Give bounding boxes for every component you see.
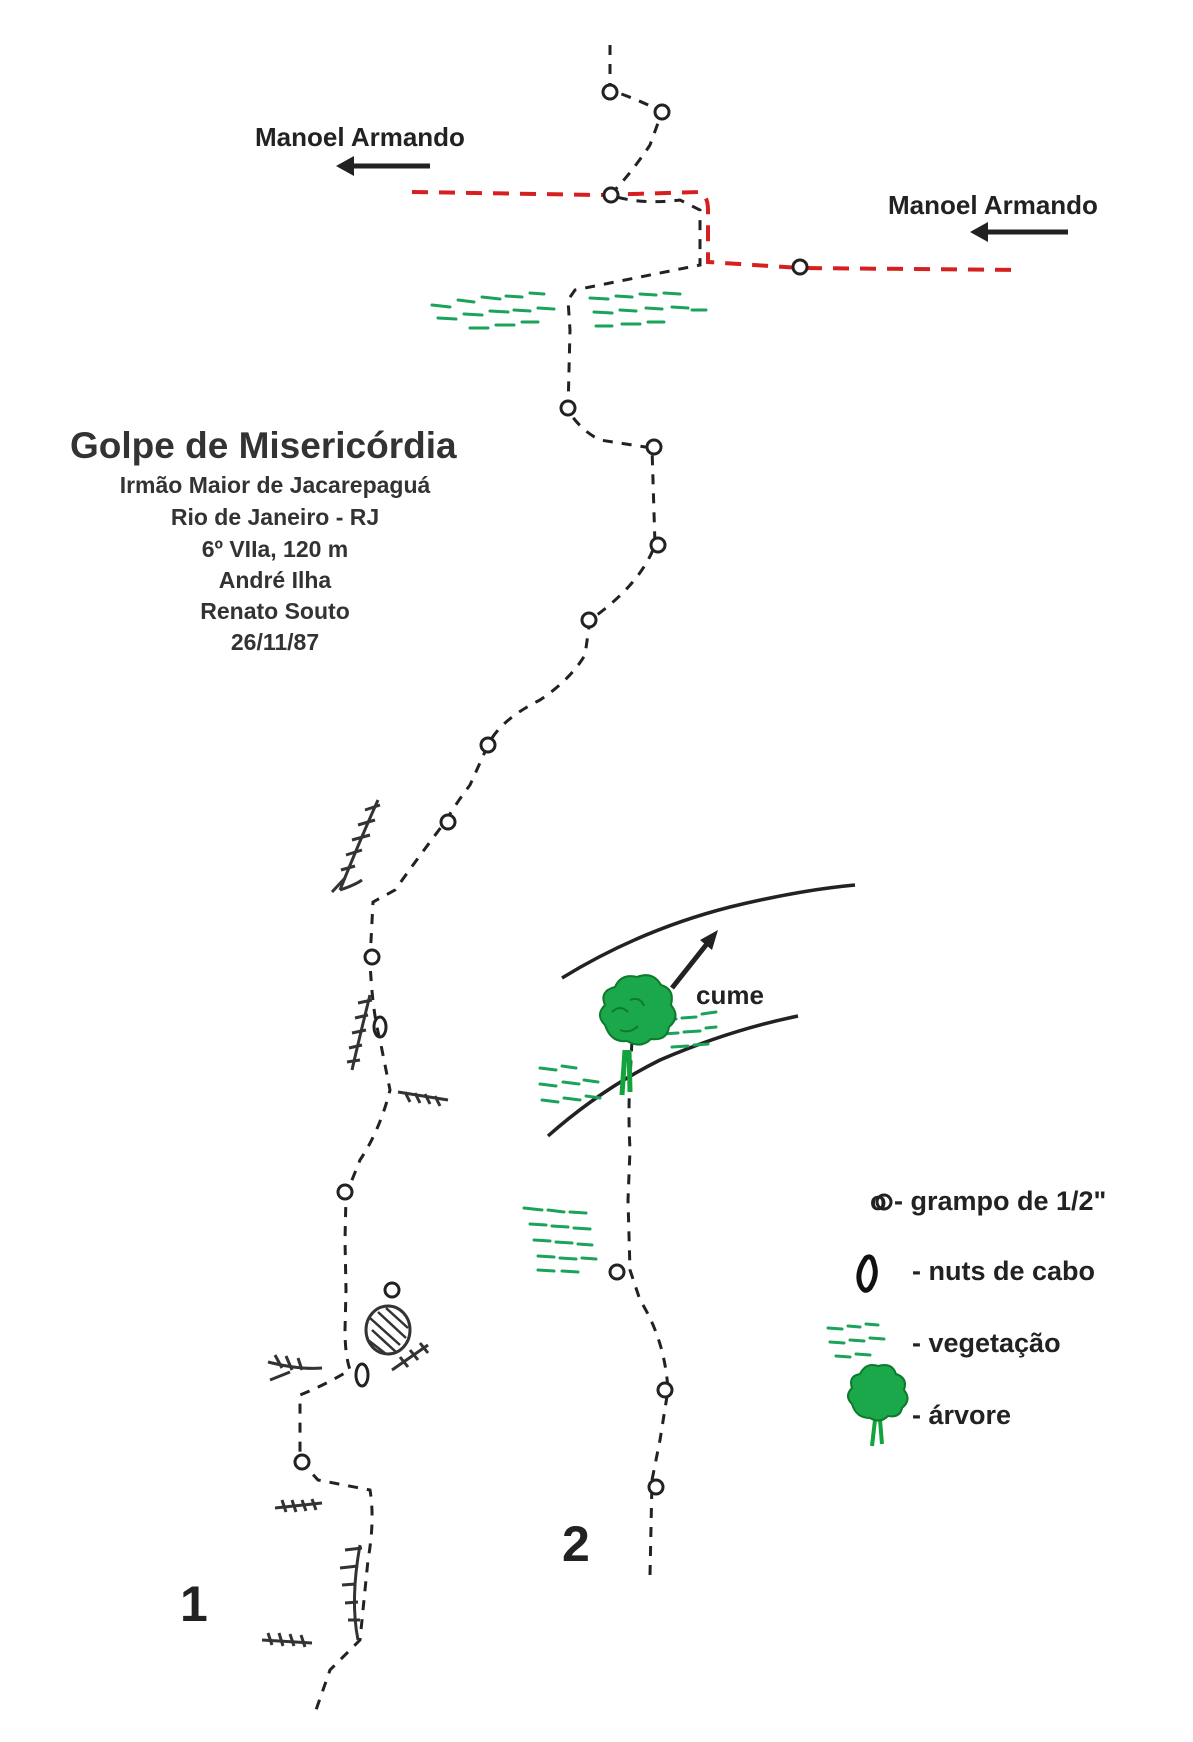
bolt-icon	[439, 813, 457, 831]
bolt-icon	[479, 736, 497, 754]
ledge-line-upper	[561, 883, 856, 980]
tree-icon	[599, 974, 677, 1096]
ledge-line-lower	[546, 1014, 799, 1138]
route-title: Golpe de Misericórdia	[70, 425, 457, 466]
vegetation-icon	[538, 1064, 602, 1104]
bolt-icon	[608, 1263, 626, 1281]
exit-arrow-left-icon	[336, 156, 430, 176]
crack-icon	[267, 1354, 323, 1382]
exit-arrow-right-icon	[970, 222, 1068, 242]
bolt-icon	[559, 399, 577, 417]
vegetation-icon	[430, 291, 556, 330]
crack-icon	[339, 1544, 363, 1641]
bolt-icon	[647, 1478, 665, 1496]
legend-vegetation-label: - vegetação	[912, 1328, 1061, 1358]
nut-icon	[372, 1015, 388, 1039]
bolts-group	[293, 83, 809, 1496]
pitch-1-label: 1	[180, 1576, 208, 1632]
route-line-pitch-2	[626, 1039, 670, 1576]
legend-nut-label: - nuts de cabo	[912, 1256, 1096, 1286]
pitch-2-label: 2	[562, 1516, 590, 1572]
crack-icon	[346, 994, 373, 1071]
crack-icon	[391, 1342, 430, 1372]
legend-tree-label: - árvore	[912, 1400, 1012, 1430]
vegetation-icon	[522, 1206, 598, 1274]
boulder-icon	[364, 1304, 412, 1356]
crack-icon	[274, 1498, 323, 1513]
legend-bolt-icon	[875, 1193, 893, 1211]
route-line-main	[298, 45, 702, 1711]
crack-icon	[261, 1632, 313, 1648]
summit-arrow-icon	[670, 930, 718, 990]
nut-icon	[354, 1362, 370, 1388]
bolt-icon	[649, 536, 667, 554]
nut-icon	[383, 1281, 401, 1299]
ledge-lines	[546, 883, 856, 1138]
bolt-icon	[293, 1453, 311, 1471]
nuts-group	[354, 1015, 401, 1388]
vegetation-group	[430, 291, 718, 1274]
variant-line-red	[411, 189, 1021, 272]
summit-label: cume	[696, 980, 764, 1010]
legend-nut-icon	[856, 1254, 878, 1293]
exit-label-right: Manoel Armando	[888, 190, 1098, 220]
route-date: 26/11/87	[230, 629, 320, 655]
bolt-icon	[336, 1183, 354, 1201]
route-grade: 6º VIIa, 120 m	[201, 536, 349, 562]
crack-marks	[261, 799, 449, 1648]
bolt-icon	[580, 611, 598, 629]
legend-tree-icon	[847, 1364, 909, 1447]
crack-icon	[330, 799, 381, 894]
vegetation-icon	[588, 291, 708, 328]
bolt-icon	[656, 1381, 674, 1399]
crack-icon	[397, 1090, 449, 1107]
bolt-icon	[363, 948, 381, 966]
bolt-icon	[653, 103, 671, 121]
route-location: Irmão Maior de Jacarepaguá	[119, 472, 431, 498]
bolt-icon	[601, 83, 619, 101]
route-author-2: Renato Souto	[200, 598, 350, 624]
bolt-icon	[602, 186, 620, 204]
bolt-icon	[645, 438, 663, 456]
route-author-1: André Ilha	[218, 567, 332, 593]
exit-label-left: Manoel Armando	[255, 122, 465, 152]
route-city: Rio de Janeiro - RJ	[170, 504, 380, 530]
legend-bolt-label: o - grampo de 1/2"	[870, 1186, 1107, 1216]
legend-vegetation-icon	[826, 1322, 886, 1359]
bolt-icon	[791, 258, 809, 276]
